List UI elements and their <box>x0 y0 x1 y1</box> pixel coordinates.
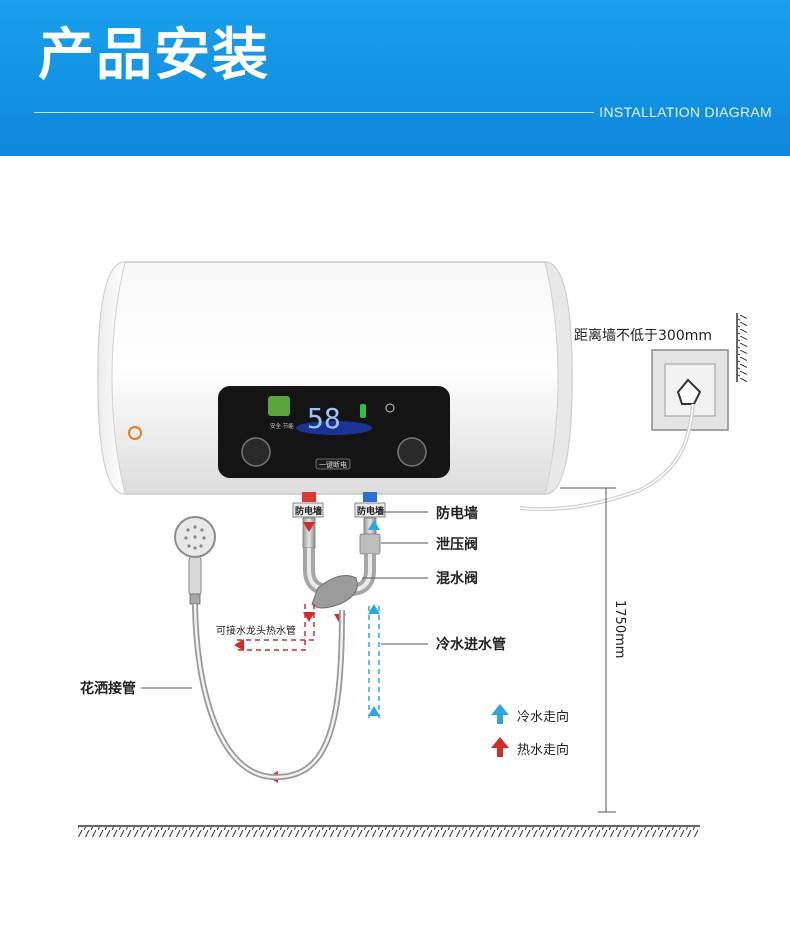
legend-cold-label: 冷水走向 <box>517 709 569 725</box>
hot-flow-arrows <box>234 522 346 783</box>
cold-water-inlet-label: 冷水进水管 <box>436 636 506 653</box>
pressure-relief-valve <box>360 534 380 554</box>
height-dimension <box>560 488 616 812</box>
left-knob <box>242 438 270 466</box>
shower-hose-label: 花洒接管 <box>80 680 136 697</box>
right-knob <box>398 438 426 466</box>
anti-electric-wall-tag-left: 防电墙 <box>295 505 322 517</box>
legend: 冷水走向 热水走向 <box>491 704 569 758</box>
pressure-relief-valve-label: 泄压阀 <box>436 536 478 553</box>
mixing-valve <box>312 576 357 608</box>
mixing-valve-label: 混水阀 <box>436 570 478 587</box>
anti-electric-wall-label: 防电墙 <box>436 505 478 522</box>
hot-arrow-icon <box>491 737 509 757</box>
shower-head-icon <box>175 517 215 604</box>
ground <box>78 826 700 837</box>
hot-outlet-valve: 防电墙 <box>293 492 323 517</box>
faucet-hot-pipe-label: 可接水龙头热水管 <box>216 624 296 637</box>
power-off-button-label: 一键断电 <box>319 460 347 469</box>
height-label: 1750mm <box>612 600 627 658</box>
eco-badge-label: 安全·节能 <box>270 422 294 430</box>
cold-arrow-icon <box>491 704 509 724</box>
eco-badge-icon <box>268 396 290 416</box>
wall-distance-label: 距离墙不低于300mm <box>574 327 712 344</box>
temperature-display: 58 <box>307 402 341 435</box>
legend-hot-label: 热水走向 <box>517 742 569 758</box>
cold-inlet-valve: 防电墙 <box>355 492 385 517</box>
water-heater: 安全·节能 58 一键断电 <box>98 262 572 494</box>
anti-electric-wall-tag-right: 防电墙 <box>357 505 384 517</box>
cold-water-lines <box>369 606 379 718</box>
pipes <box>303 518 380 608</box>
wall <box>737 313 747 382</box>
